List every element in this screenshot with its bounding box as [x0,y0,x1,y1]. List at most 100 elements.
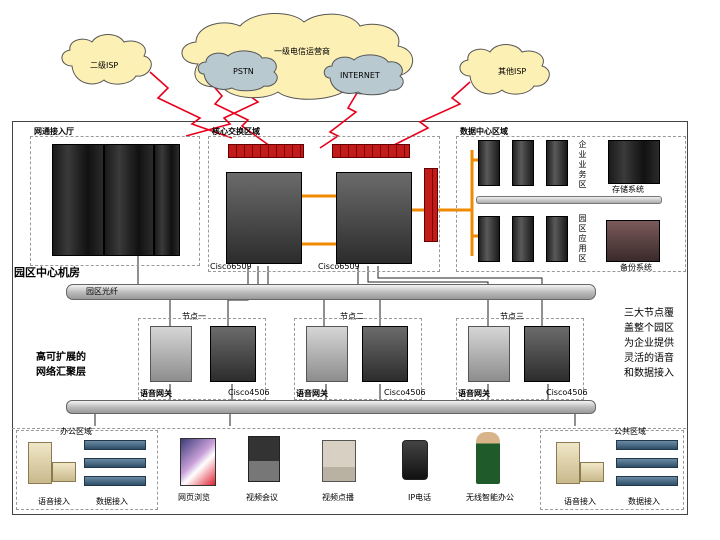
aggregation-layer-label: 高可扩展的 网络汇聚层 [36,352,86,378]
public-zone-title: 公共区域 [614,427,646,436]
public-switch-3 [616,476,678,486]
node3-voice-gateway [468,326,510,382]
public-data-access-label: 数据接入 [628,497,660,506]
wireless-office-person [476,432,500,484]
node3-model-label: Cisco4506 [546,388,588,397]
server-2 [512,140,534,186]
other-isp-cloud-shape [459,44,550,95]
node1-zone [138,318,266,400]
node2-voice-label: 语音网关 [296,389,328,398]
wan-link-tier2-isp [149,71,233,139]
tier2-isp-cloud-shape [61,34,152,85]
node1-model-label: Cisco4506 [228,388,270,397]
video-stream-label: 视频点播 [322,493,354,502]
campus-fiber-backbone [66,284,596,300]
firewall-2 [332,144,410,158]
web-browse-device [180,438,216,486]
core-switch-title: 核心交换区域 [212,127,260,136]
datacenter-rail [476,196,662,204]
node2-zone [294,318,422,400]
pstn-cloud-shape [197,50,278,92]
backup-system-label: 存储系统 [612,185,644,194]
campus-apps-label: 园区应用区 [578,214,587,263]
firewall-3 [424,168,438,242]
node1-voice-label: 语音网关 [140,389,172,398]
office-pbx [28,442,52,484]
office-data-access-label: 数据接入 [96,497,128,506]
wireless-office-label: 无线智能办公 [466,493,514,502]
node1-voice-gateway [150,326,192,382]
storage-device-label: 备份系统 [620,263,652,272]
core1-label: Cisco6509 [210,262,252,271]
node3-voice-label: 语音网关 [458,389,490,398]
node2-model-label: Cisco4506 [384,388,426,397]
ip-phone-device [402,440,428,480]
access-area-divider [12,428,686,429]
office-switch-2 [84,458,146,468]
server-5 [512,216,534,262]
backbone-label: 园区光纤 [86,287,118,296]
summary-text: 三大节点覆 盖整个园区 为企业提供 灵活的语音 和数据接入 [624,308,674,379]
campus-center-title: 园区中心机房 [14,266,80,279]
video-conf-label: 视频会议 [246,493,278,502]
node1-switch [210,326,256,382]
office-switch-1 [84,440,146,450]
office-zone-title: 办公区域 [60,427,92,436]
ent-apps-label: 企业业务区 [578,140,587,189]
ip-phone-label: IP电话 [408,493,432,502]
firewall-1 [228,144,304,158]
video-stream-device [322,440,356,482]
network-access-title: 网通接入厅 [34,127,74,136]
wan-link-pstn [209,81,271,147]
office-zone [16,430,158,510]
office-switch-3 [84,476,146,486]
web-browse-label: 网页浏览 [178,493,210,502]
core2-label: Cisco6509 [318,262,360,271]
core-switch-zone [208,136,440,272]
fiber-link-5 [367,266,489,326]
isp-clouds [61,12,550,100]
data-center-zone [456,136,686,272]
node2-voice-gateway [306,326,348,382]
node2-switch [362,326,408,382]
node1-title: 节点一 [182,312,206,321]
wan-link-internet-core [319,87,361,149]
public-switch-2 [616,458,678,468]
server-4 [478,216,500,262]
diagram-frame [12,121,688,515]
node3-zone [456,318,584,400]
video-conf-device [248,436,280,482]
access-cabinet-3 [154,144,180,256]
wan-link-other-isp [391,81,471,147]
pstn-label: PSTN [233,67,254,76]
public-phone [580,462,604,482]
tier2-isp-label: 二级ISP [90,61,119,70]
public-voice-access-label: 语音接入 [564,497,596,506]
access-cabinet-2 [104,144,154,256]
server-1 [478,140,500,186]
backup-system-device [608,140,660,184]
access-cabinet-1 [52,144,104,256]
office-voice-access-label: 语音接入 [38,497,70,506]
internet-label: INTERNET [340,71,380,80]
office-phone [52,462,76,482]
fiber-link-7 [228,266,249,301]
public-zone [540,430,684,510]
core-switch-1 [226,172,302,264]
node3-switch [524,326,570,382]
public-pbx [556,442,580,484]
carrier-label: 一级电信运营商 [274,47,330,56]
public-switch-1 [616,440,678,450]
node3-title: 节点三 [500,312,524,321]
other-isp-label: 其他ISP [498,67,527,76]
server-6 [546,216,568,262]
access-fiber-backbone [66,400,596,414]
storage-device [606,220,660,262]
fiber-link-6 [377,266,543,326]
data-center-title: 数据中心区域 [460,127,508,136]
core-switch-2 [336,172,412,264]
internet-cloud-shape [323,54,404,96]
server-3 [546,140,568,186]
node2-title: 节点二 [340,312,364,321]
network-access-zone [30,136,200,266]
